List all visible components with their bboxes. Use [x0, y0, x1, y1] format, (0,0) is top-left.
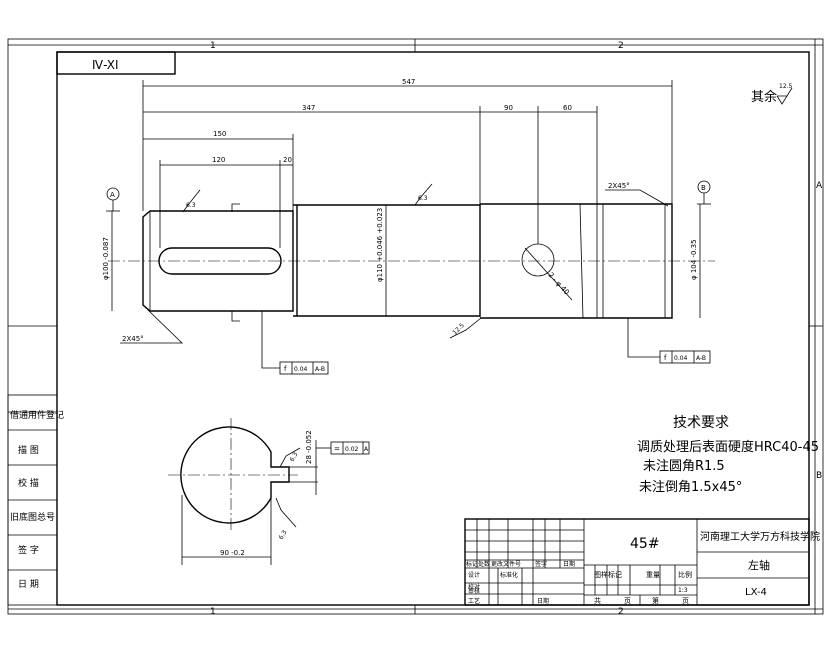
tol2-value: 0.04: [674, 355, 688, 362]
keyway-slot: [158, 247, 282, 275]
strip-row-6: 日 期: [18, 579, 39, 590]
section-roughness: 6.3: [278, 529, 289, 541]
datum-b-label: B: [701, 184, 706, 192]
zone-top-1: 1: [210, 41, 216, 51]
tb-school: 河南理工大学万方科技学院: [700, 530, 820, 543]
tb-process: 工艺: [468, 597, 480, 605]
dim-main-body: 347: [302, 104, 315, 112]
dim-keyway-pos: 150: [213, 130, 226, 138]
tb-material: 45#: [630, 536, 660, 552]
tb-scale-value: 1:3: [678, 587, 688, 594]
dim-section-key: 28 -0.052: [305, 430, 313, 464]
dim-dia-middle: φ110 +0.046 +0.023: [376, 208, 384, 282]
tol3-symbol: =: [334, 445, 340, 453]
section-roughness-2: 6.3: [289, 451, 300, 463]
tb-sheet-no: 第: [652, 596, 659, 605]
zone-bottom-2: 2: [618, 607, 624, 617]
dim-overall: 547: [402, 78, 415, 86]
dim-chamfer-left: 2X45°: [122, 335, 144, 343]
tb-check: 校对: [468, 583, 480, 591]
tb-design: 设计: [468, 571, 480, 579]
strip-row-1: 借通用件登记: [10, 409, 64, 421]
strip-row-2: 描 图: [18, 444, 39, 456]
tech-line-3: 未注倒角1.5x45°: [639, 480, 742, 495]
tolerance-frame-3: [330, 441, 370, 455]
cross-hole: [521, 243, 555, 277]
tb-part-name: 左轴: [748, 558, 770, 572]
tech-title: 技术要求: [673, 415, 729, 431]
tol1-datum: A-B: [315, 366, 325, 373]
tol2-datum: A-B: [696, 355, 706, 362]
roughness-note-label: 其余: [751, 89, 777, 105]
tb-date: 日期: [537, 597, 549, 605]
dim-dia-right: φ 104 -0.35: [690, 239, 698, 280]
title-code: Ⅳ-XⅠ: [92, 58, 119, 72]
title-block: [464, 518, 810, 606]
shaft-right-body: [479, 203, 673, 319]
tech-line-2: 未注圆角R1.5: [643, 459, 725, 474]
dim-seg-60: 60: [563, 104, 572, 112]
zone-right-b: B: [816, 471, 822, 481]
strip-row-5: 签 字: [18, 544, 39, 556]
tb-rev-mark: 标记: [466, 560, 478, 568]
shaft-middle: [293, 204, 298, 317]
tol3-value: 0.02: [345, 446, 359, 453]
dim-keyway-offset: 20: [283, 156, 292, 164]
datum-a-label: A: [110, 191, 115, 199]
title-code-box: [56, 51, 176, 75]
tb-review: 审核: [468, 587, 480, 595]
dim-hole-dia: 2 - φ 40: [547, 271, 571, 297]
dim-keyway-len: 120: [212, 156, 225, 164]
datum-b-circle: [697, 180, 711, 194]
datum-a-circle: [106, 187, 120, 201]
dim-chamfer-right: 2X45°: [608, 182, 630, 190]
tb-drawing-no: LX-4: [745, 587, 767, 598]
tb-sheet-unit-2: 页: [682, 597, 689, 605]
strip-row-4: 旧底图总号: [10, 511, 55, 523]
inner-border: [56, 51, 810, 606]
tol2-symbol: f: [664, 354, 667, 362]
dim-seg-90: 90: [504, 104, 513, 112]
tol3-datum: A: [364, 446, 369, 453]
roughness-note-symbol: [776, 87, 793, 105]
zone-top-2: 2: [618, 41, 624, 51]
tb-rev-count: 处数: [478, 560, 490, 568]
tol1-value: 0.04: [294, 366, 308, 373]
tb-rev-file: 更改文件号: [491, 560, 521, 568]
tb-rev-date: 日期: [563, 560, 575, 568]
strip-row-3: 校 描: [18, 477, 39, 489]
tol1-symbol: f: [284, 365, 287, 373]
roughness-3: 12.5: [451, 322, 466, 337]
roughness-2: 6.3: [418, 195, 428, 202]
section-view: [180, 426, 290, 524]
dim-dia-left: φ100 -0.087: [102, 237, 110, 280]
tb-scale: 比例: [678, 570, 692, 579]
tb-sheet-total: 共: [594, 596, 601, 605]
outer-border: [7, 38, 824, 615]
zone-right-a: A: [816, 181, 823, 191]
tb-sheet-unit: 页: [624, 597, 631, 605]
tolerance-frame-1: [279, 361, 329, 375]
tb-standard: 标准化: [500, 571, 518, 579]
roughness-note-value: 12.5: [779, 83, 793, 90]
roughness-1: 6.3: [186, 202, 196, 209]
tb-rev-sign: 签字: [535, 560, 547, 568]
tb-weight: 重量: [646, 571, 660, 579]
zone-bottom-1: 1: [210, 607, 216, 617]
dim-section-width: 90 -0.2: [220, 549, 245, 557]
tb-stage-mark: 图样标记: [594, 570, 622, 579]
tech-line-1: 调质处理后表面硬度HRC40-45: [637, 439, 819, 455]
tolerance-frame-2: [659, 350, 711, 364]
